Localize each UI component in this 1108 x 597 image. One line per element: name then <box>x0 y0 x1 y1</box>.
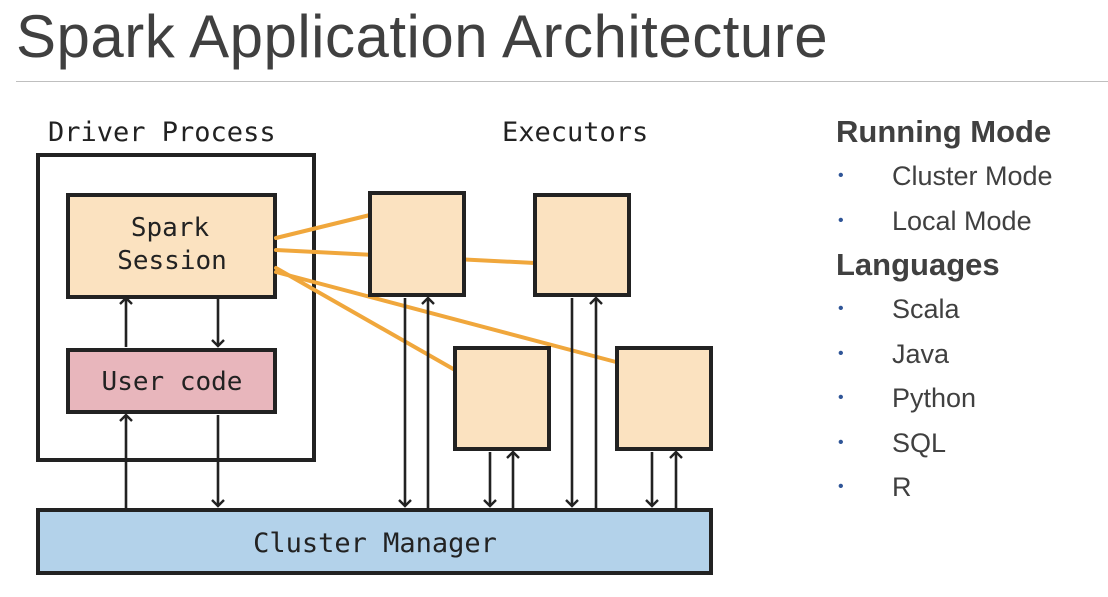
language-item: •R <box>836 465 1108 510</box>
bullet-icon: • <box>838 167 844 184</box>
bullet-icon: • <box>838 433 844 451</box>
side-panel: Running Mode • Cluster Mode • Local Mode L… <box>836 110 1108 510</box>
bullet-icon: • <box>838 300 844 317</box>
bullet-icon: • <box>838 389 844 406</box>
executor-box-1 <box>368 191 466 297</box>
language-item: • Java <box>836 332 1108 377</box>
spark-session-label-line1: Spark <box>131 213 210 243</box>
cluster-manager-label: Cluster Manager <box>253 528 497 559</box>
list-item-text: Python <box>892 383 977 413</box>
executors-label: Executors <box>502 117 648 148</box>
language-item: • Python <box>836 376 1108 421</box>
language-item: • Scala <box>836 287 1108 332</box>
user-code-box <box>66 348 277 414</box>
title-divider <box>16 81 1108 82</box>
executor-cluster-arrows <box>398 296 683 508</box>
list-item-text: Local Mode <box>892 205 1032 236</box>
list-item-text: Cluster Mode <box>892 161 1053 191</box>
driver-process-label: Driver Process <box>48 117 276 148</box>
list-item-text: Scala <box>892 294 960 324</box>
bullet-icon: • <box>838 211 844 229</box>
spark-session-box <box>66 193 277 299</box>
list-item-text: SQL <box>892 427 947 458</box>
executor-box-3 <box>453 346 551 451</box>
languages-heading: Languages <box>836 247 1000 282</box>
bullet-icon: • <box>838 344 844 362</box>
architecture-diagram: Driver Process Executors Spark Session U… <box>36 117 713 575</box>
languages-list: •Scala •Java •Python •SQL •R <box>836 287 1108 510</box>
bullet-icon: • <box>838 478 844 495</box>
executor-box-2 <box>533 193 631 297</box>
running-mode-item: • Cluster Mode <box>836 154 1108 199</box>
running-mode-list: • Cluster Mode • Local Mode <box>836 154 1108 243</box>
language-item: • SQL <box>836 421 1108 466</box>
list-item-text: Java <box>892 338 950 369</box>
user-code-label: User code <box>102 367 243 397</box>
running-mode-heading: Running Mode <box>836 114 1052 149</box>
list-item-text: R <box>892 472 912 502</box>
executor-box-4 <box>615 346 713 451</box>
page-title: Spark Application Architecture <box>16 3 829 70</box>
running-mode-item: • Local Mode <box>836 199 1108 244</box>
spark-session-label-line2: Session <box>117 246 227 276</box>
cluster-manager-box <box>36 508 713 575</box>
